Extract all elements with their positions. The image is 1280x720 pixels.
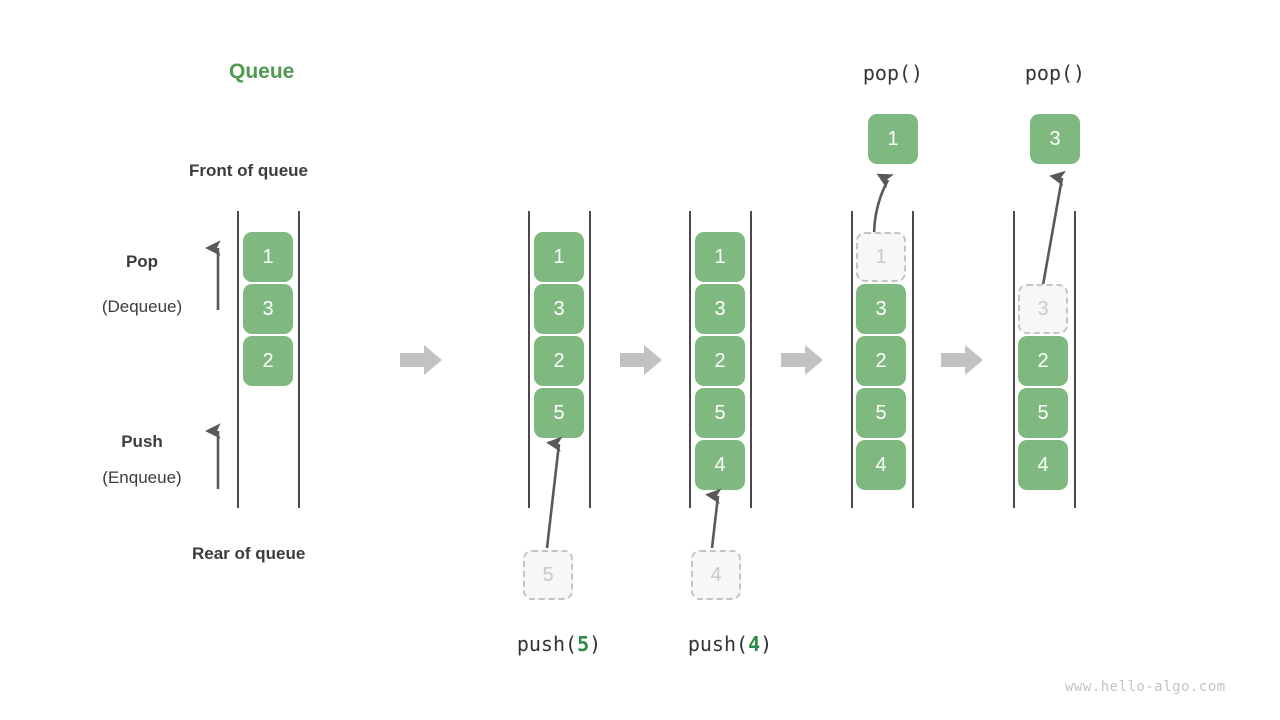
queue-rail-left-col1 (237, 211, 239, 508)
queue-item: 2 (695, 336, 745, 386)
rear-of-queue-label: Rear of queue (192, 544, 306, 563)
queue-item-removed: 1 (856, 232, 906, 282)
push-label: Push (121, 432, 163, 451)
push-insert-arrow (545, 436, 563, 549)
page-title: Queue (229, 60, 295, 83)
queue-rail-right-col5 (1074, 211, 1076, 508)
flow-arrow-icon (400, 345, 442, 375)
push-insert-arrow (705, 488, 722, 549)
push-4-caption: push(4) (630, 632, 830, 656)
queue-item: 2 (1018, 336, 1068, 386)
flow-arrow-icon (781, 345, 823, 375)
queue-item: 5 (1018, 388, 1068, 438)
queue-item: 2 (856, 336, 906, 386)
pop-sublabel: (Dequeue) (101, 297, 183, 316)
queue-item: 5 (856, 388, 906, 438)
queue-rail-left-col5 (1013, 211, 1015, 508)
queue-item: 2 (534, 336, 584, 386)
incoming-element: 4 (691, 550, 741, 600)
pop-label: Pop (125, 252, 159, 271)
queue-item: 3 (534, 284, 584, 334)
queue-item: 4 (695, 440, 745, 490)
queue-item: 3 (695, 284, 745, 334)
pop-header-1: pop() (862, 61, 924, 85)
caption-arg: 4 (748, 632, 761, 656)
incoming-element: 5 (523, 550, 573, 600)
queue-item: 1 (243, 232, 293, 282)
queue-item: 1 (534, 232, 584, 282)
popped-element: 1 (868, 114, 918, 164)
flow-arrow-icon (941, 345, 983, 375)
watermark: www.hello-algo.com (1065, 679, 1226, 695)
push-direction-arrow (204, 423, 221, 489)
queue-item: 4 (1018, 440, 1068, 490)
queue-rail-right-col1 (298, 211, 300, 508)
caption-suffix: ) (760, 632, 773, 656)
queue-rail-left-col4 (851, 211, 853, 508)
caption-suffix: ) (589, 632, 602, 656)
queue-item: 2 (243, 336, 293, 386)
queue-item: 5 (534, 388, 584, 438)
flow-arrow-icon (620, 345, 662, 375)
push-5-caption: push(5) (459, 632, 659, 656)
front-of-queue-label: Front of queue (189, 161, 308, 180)
queue-item: 3 (243, 284, 293, 334)
queue-item: 3 (856, 284, 906, 334)
queue-item: 5 (695, 388, 745, 438)
pop-header-2: pop() (1024, 61, 1086, 85)
caption-prefix: push( (516, 632, 578, 656)
caption-prefix: push( (687, 632, 749, 656)
pop-extract-arrow (1038, 170, 1066, 303)
queue-rail-right-col4 (912, 211, 914, 508)
queue-rail-left-col2 (528, 211, 530, 508)
queue-item-removed: 3 (1018, 284, 1068, 334)
popped-element: 3 (1030, 114, 1080, 164)
queue-rail-right-col2 (589, 211, 591, 508)
queue-item: 4 (856, 440, 906, 490)
caption-arg: 5 (577, 632, 590, 656)
queue-rail-right-col3 (750, 211, 752, 508)
queue-rail-left-col3 (689, 211, 691, 508)
pop-direction-arrow (204, 240, 221, 310)
queue-item: 1 (695, 232, 745, 282)
push-sublabel: (Enqueue) (102, 468, 182, 487)
